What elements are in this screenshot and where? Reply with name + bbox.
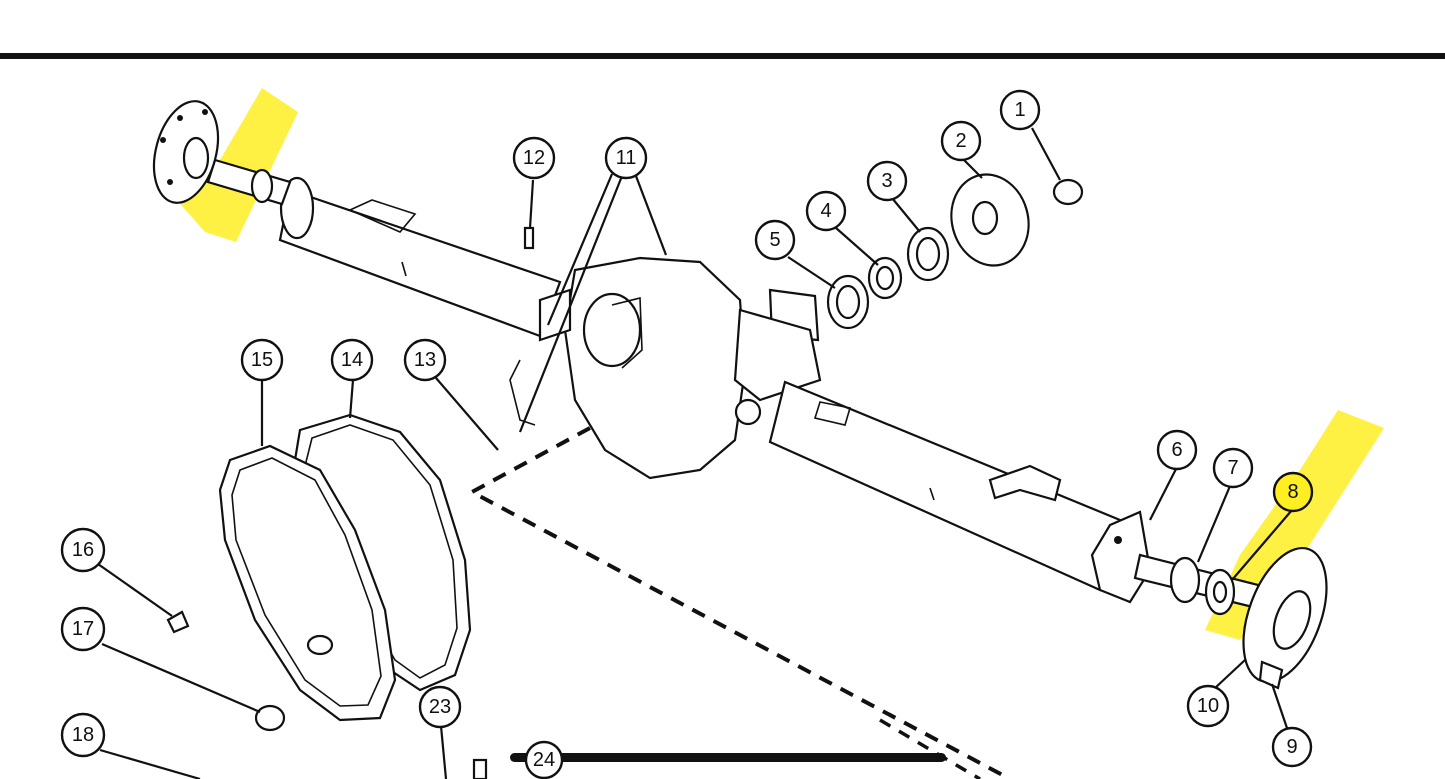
left-axle-shaft (152, 100, 292, 206)
svg-text:10: 10 (1197, 695, 1219, 717)
differential-housing (509, 256, 822, 480)
svg-text:8: 8 (1287, 481, 1298, 503)
svg-text:13: 13 (414, 349, 436, 371)
svg-text:1: 1 (1014, 99, 1025, 121)
dashed-guide-line (467, 426, 1011, 779)
right-axle-tube (768, 380, 1122, 592)
differential-cover (218, 444, 397, 722)
svg-text:15: 15 (251, 349, 273, 371)
pinion-assembly (826, 173, 1084, 330)
svg-text:18: 18 (72, 724, 94, 746)
callout-5: 5 (754, 219, 796, 261)
svg-text:5: 5 (769, 229, 780, 251)
svg-text:12: 12 (523, 147, 545, 169)
callout-14: 14 (330, 338, 374, 382)
callout-3: 3 (866, 160, 908, 202)
svg-text:3: 3 (881, 170, 892, 192)
svg-text:2: 2 (955, 130, 966, 152)
left-axle-tube (278, 176, 562, 338)
callout-4: 4 (805, 190, 847, 232)
plug-17 (254, 704, 286, 732)
leader-lines (97, 127, 1293, 779)
callout-18: 18 (60, 712, 106, 758)
callout-16: 16 (60, 527, 106, 573)
svg-text:16: 16 (72, 539, 94, 561)
callout-13: 13 (403, 338, 447, 382)
callout-23: 23 (418, 685, 462, 729)
svg-text:4: 4 (820, 200, 831, 222)
svg-text:7: 7 (1227, 457, 1238, 479)
callout-9: 9 (1271, 726, 1313, 768)
callout-7: 7 (1212, 447, 1254, 489)
svg-text:23: 23 (429, 696, 451, 718)
callout-8: 8 (1272, 471, 1314, 513)
svg-text:24: 24 (533, 749, 555, 771)
dashed-guide-line-lower (879, 718, 981, 779)
callout-15: 15 (240, 338, 284, 382)
callout-24: 24 (524, 740, 564, 779)
callout-2: 2 (940, 120, 982, 162)
callout-11: 11 (604, 136, 648, 180)
right-axle-shaft (1133, 546, 1328, 690)
bolt-16 (166, 610, 190, 634)
callout-1: 1 (999, 89, 1041, 131)
svg-text:11: 11 (616, 147, 637, 169)
svg-text:14: 14 (341, 349, 363, 371)
highlight-left-shaft (175, 88, 298, 242)
overlay-bar (510, 753, 946, 762)
svg-text:9: 9 (1286, 736, 1297, 758)
callout-17: 17 (60, 606, 106, 652)
bolt-12 (523, 226, 535, 250)
small-fitting (472, 758, 488, 779)
svg-text:6: 6 (1171, 439, 1182, 461)
callout-10: 10 (1186, 684, 1230, 728)
right-tube-flange (1090, 510, 1152, 604)
callout-12: 12 (512, 136, 556, 180)
svg-text:17: 17 (72, 618, 94, 640)
callout-6: 6 (1156, 429, 1198, 471)
top-divider (0, 53, 1445, 59)
